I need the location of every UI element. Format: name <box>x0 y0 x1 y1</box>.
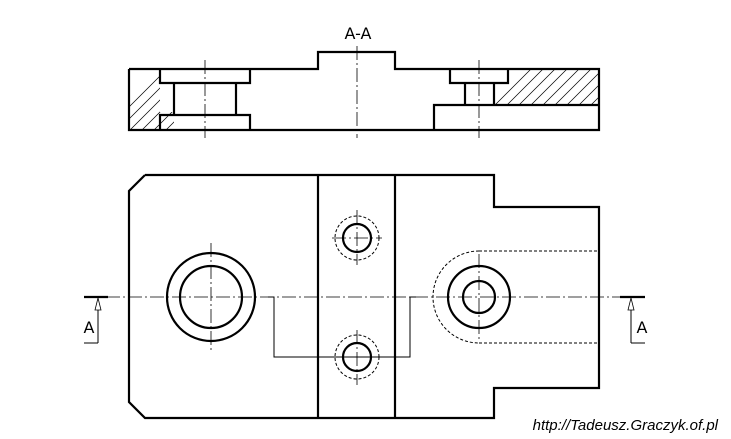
section-outline <box>127 50 601 132</box>
section-step <box>432 103 599 130</box>
right-section-mark: A <box>637 318 648 337</box>
left-section-mark: A <box>84 318 95 337</box>
section-title: A-A <box>345 24 372 43</box>
hatching-left <box>129 69 174 130</box>
upper-threaded-hole <box>332 210 382 265</box>
right-counterbore-circle <box>446 264 512 330</box>
left-section-arrow: A <box>84 297 102 344</box>
top-view-outline <box>127 173 601 420</box>
right-section-arrow: A <box>627 297 648 344</box>
hatching-right <box>495 69 599 105</box>
section-view: A-A <box>127 24 601 138</box>
source-url: http://Tadeusz.Graczyk.of.pl <box>533 417 719 434</box>
top-view: A A <box>84 173 648 420</box>
cutting-plane-offset <box>268 296 416 358</box>
